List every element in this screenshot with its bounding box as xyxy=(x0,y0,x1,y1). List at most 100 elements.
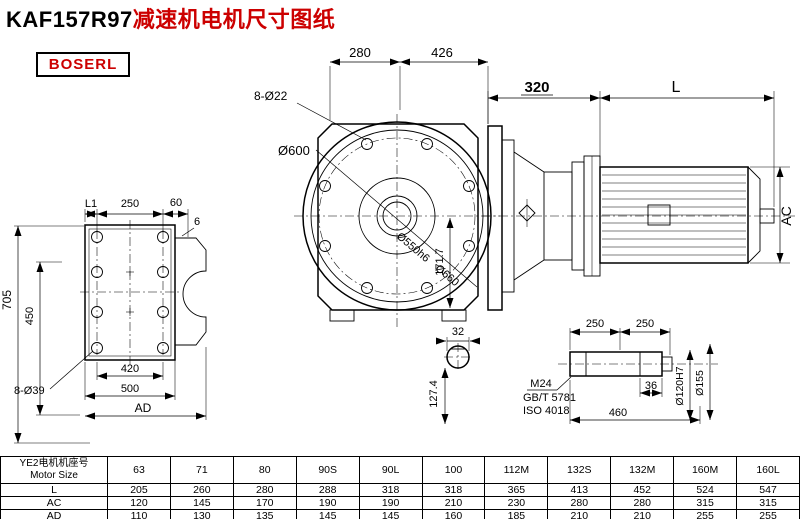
dim-value-cell: 160 xyxy=(421,509,486,519)
size-column-header: 160L xyxy=(736,456,800,484)
motor-side-view xyxy=(482,125,795,311)
size-column-header: 80 xyxy=(232,456,297,484)
size-column-header: 112M xyxy=(484,456,549,484)
dim-ac-label: AC xyxy=(778,206,794,225)
dim-value-cell: 110 xyxy=(107,509,171,519)
dim-value-cell: 452 xyxy=(610,483,675,497)
diameter-600-label: Ø600 xyxy=(278,143,310,158)
dim-705-label: 705 xyxy=(0,290,14,310)
size-column-header: 132S xyxy=(547,456,612,484)
gbt-standard-label: GB/T 5781 xyxy=(523,392,576,404)
dim-450-label: 450 xyxy=(24,307,36,325)
dim-l-label: L xyxy=(672,79,681,96)
dim-171-7-label: 171.7 xyxy=(434,248,446,276)
dim-value-cell: 135 xyxy=(232,509,297,519)
motor-side-view-dimensions: 320 L AC xyxy=(487,79,794,264)
dim-127-4-label: 127.4 xyxy=(428,380,440,408)
thread-m24-label: M24 xyxy=(530,378,551,390)
dim-value-cell: 210 xyxy=(421,496,486,510)
dim-value-cell: 413 xyxy=(547,483,612,497)
dim-value-cell: 210 xyxy=(547,509,612,519)
dim-250-label: 250 xyxy=(121,198,139,210)
shaft-end-detail xyxy=(558,351,718,377)
iso-standard-label: ISO 4018 xyxy=(523,405,569,417)
dim-value-cell: 130 xyxy=(169,509,234,519)
dim-value-cell: 145 xyxy=(295,509,360,519)
diameter-120h7-label: Ø120H7 xyxy=(674,366,686,405)
dim-value-cell: 145 xyxy=(358,509,423,519)
dim-value-cell: 365 xyxy=(484,483,549,497)
dim-value-cell: 524 xyxy=(673,483,738,497)
dim-value-cell: 547 xyxy=(736,483,800,497)
dim-460-label: 460 xyxy=(609,407,627,419)
shaft-section-view xyxy=(444,343,473,372)
housing-profile xyxy=(175,237,207,346)
dim-value-cell: 230 xyxy=(484,496,549,510)
dim-426-label: 426 xyxy=(431,45,453,60)
dim-420-label: 420 xyxy=(121,363,139,375)
drawing-title: KAF157R97减速机电机尺寸图纸 xyxy=(6,2,335,34)
output-flange xyxy=(487,125,503,311)
size-column-header: 71 xyxy=(169,456,234,484)
flange-view xyxy=(294,114,500,328)
size-column-header: 132M xyxy=(610,456,675,484)
size-column-header: 63 xyxy=(107,456,171,484)
dim-ad-label: AD xyxy=(135,401,152,415)
front-view xyxy=(80,220,207,365)
motor-body xyxy=(599,166,749,264)
dim-row-label: AC xyxy=(0,496,108,510)
shaft-end-dimensions: 250 250 M24 GB/T 5781 ISO 4018 36 460 Ø1… xyxy=(523,318,714,424)
dim-value-cell: 318 xyxy=(358,483,423,497)
dim-6-label: 6 xyxy=(194,216,200,228)
dim-value-cell: 315 xyxy=(736,496,800,510)
dim-value-cell: 170 xyxy=(232,496,297,510)
dim-value-cell: 120 xyxy=(107,496,171,510)
dim-250b-label: 250 xyxy=(636,318,654,330)
size-column-header: 90L xyxy=(358,456,423,484)
dim-32-label: 32 xyxy=(452,326,464,338)
dim-row-label: AD xyxy=(0,509,108,519)
motor-nameplate xyxy=(647,204,671,226)
bolt-pattern-39-label: 8-Ø39 xyxy=(14,385,45,397)
front-view-dimensions: L1 250 60 6 705 450 8-Ø39 420 500 AD xyxy=(0,197,207,444)
dim-l1-label: L1 xyxy=(85,198,97,210)
dim-value-cell: 255 xyxy=(673,509,738,519)
size-column-header: 160M xyxy=(673,456,738,484)
title-chinese: 减速机电机尺寸图纸 xyxy=(132,7,336,32)
dim-value-cell: 288 xyxy=(295,483,360,497)
bolt-pattern-22-label: 8-Ø22 xyxy=(254,89,288,103)
diameter-155-label: Ø155 xyxy=(694,370,706,396)
dim-320-label: 320 xyxy=(524,79,549,96)
dim-value-cell: 190 xyxy=(295,496,360,510)
dim-value-cell: 210 xyxy=(610,509,675,519)
dim-value-cell: 145 xyxy=(169,496,234,510)
dim-row-label: L xyxy=(0,483,108,497)
dim-250a-label: 250 xyxy=(586,318,604,330)
dim-value-cell: 280 xyxy=(610,496,675,510)
dim-value-cell: 185 xyxy=(484,509,549,519)
dim-value-cell: 315 xyxy=(673,496,738,510)
dim-value-cell: 190 xyxy=(358,496,423,510)
brand-logo: BOSERL xyxy=(36,52,130,77)
dim-value-cell: 280 xyxy=(232,483,297,497)
flange-view-dimensions: Ø600 8-Ø22 280 426 Ø550h6 Ø660 171.7 xyxy=(254,45,489,308)
model-number: KAF157R97 xyxy=(6,7,133,32)
dim-value-cell: 205 xyxy=(107,483,171,497)
dim-value-cell: 318 xyxy=(421,483,486,497)
dim-60-label: 60 xyxy=(170,197,182,209)
dim-36-label: 36 xyxy=(645,380,657,392)
size-column-header: 100 xyxy=(421,456,486,484)
dim-280-label: 280 xyxy=(349,45,371,60)
shaft-section-dimensions: 32 127.4 xyxy=(428,326,480,424)
size-column-header: 90S xyxy=(295,456,360,484)
dim-value-cell: 260 xyxy=(169,483,234,497)
technical-drawing: L1 250 60 6 705 450 8-Ø39 420 500 AD xyxy=(0,45,795,444)
diameter-550h6-label: Ø550h6 xyxy=(394,231,432,265)
